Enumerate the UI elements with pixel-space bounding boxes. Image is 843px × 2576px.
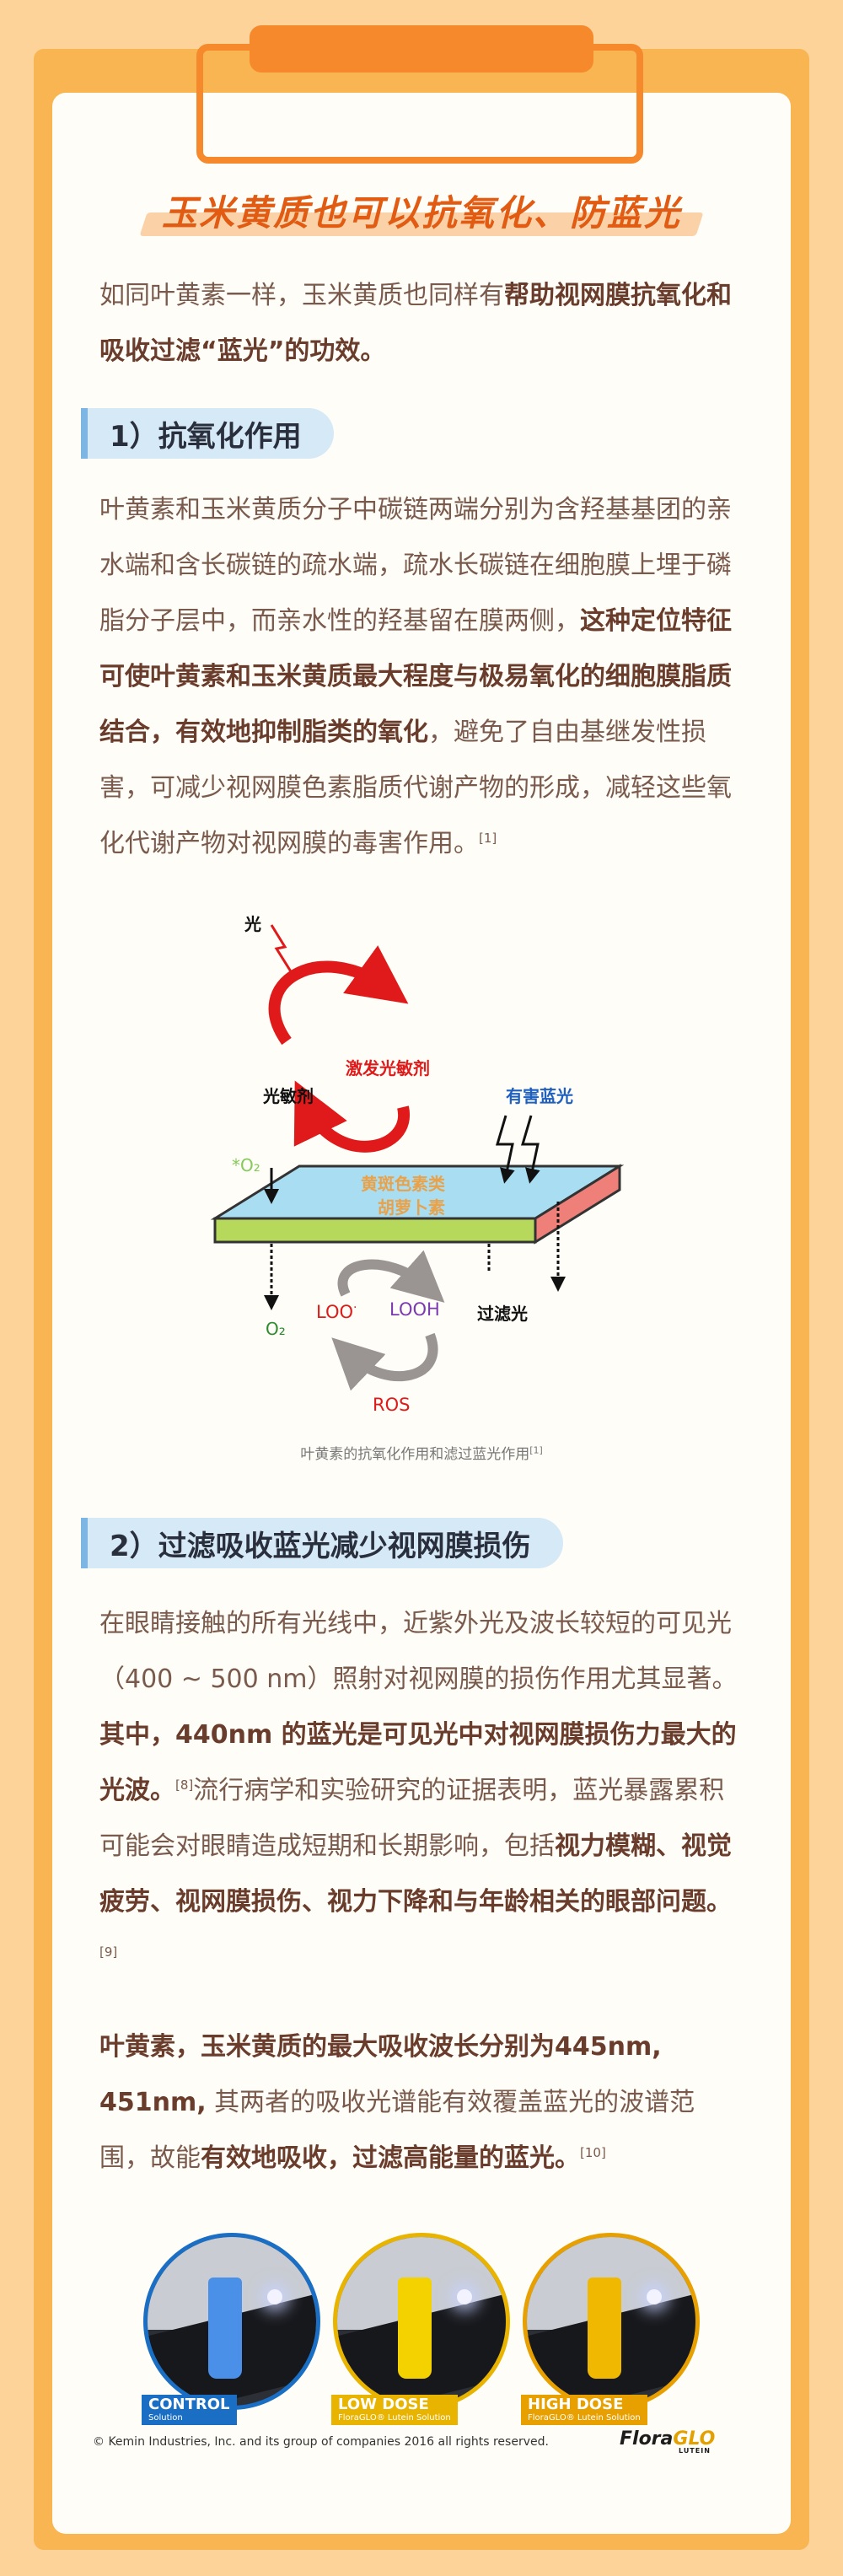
filtered-light-label: 过滤光 [477, 1304, 528, 1324]
vial-image [398, 2278, 432, 2379]
diagram-caption: 叶黄素的抗氧化作用和滤过蓝光作用[1] [0, 1442, 843, 1463]
title-block: 玉米黄质也可以抗氧化、防蓝光 [135, 184, 708, 243]
para-text: 其两者的吸收光谱能有效覆盖蓝光的波谱范围，故能 [99, 2088, 695, 2173]
harmful-blue-label: 有害蓝光 [506, 1086, 573, 1106]
antioxidant-paragraph: 叶黄素和玉米黄质分子中碳链两端分别为含羟基基团的亲水端和含长碳链的疏水端，疏水长… [99, 482, 744, 872]
looh-label: LOOH [389, 1299, 440, 1320]
excited-label: 激发光敏剂 [346, 1058, 430, 1078]
control-label: CONTROL Solution [142, 2395, 237, 2425]
intro-text: 如同叶黄素一样，玉米黄质也同样有 [99, 281, 504, 310]
light-bolt-icon [270, 924, 295, 976]
section-heading-antioxidant: 1）抗氧化作用 [81, 408, 334, 459]
membrane-side [534, 1164, 621, 1245]
excite-arrow [268, 945, 409, 1046]
high-dose-sample-photo [523, 2233, 700, 2410]
floraglo-logo: FloraGLO LUTEIN [620, 2428, 716, 2455]
section-heading-blue-light: 2）过滤吸收蓝光减少视网膜损伤 [81, 1518, 563, 1568]
page-title: 玉米黄质也可以抗氧化、防蓝光 [161, 192, 681, 234]
reference: [10] [580, 2145, 606, 2160]
loo-label: LOO· [316, 1301, 357, 1322]
para-text: 流行病学和实验研究的证据表明，蓝光暴露累积可能会对眼睛造成短期和长期影响，包括 [99, 1776, 725, 1861]
heading-bar [81, 1518, 88, 1568]
o2-label: O₂ [266, 1319, 286, 1339]
control-sample-photo [143, 2233, 320, 2410]
section-heading-text: 1）抗氧化作用 [110, 419, 302, 454]
singlet-oxygen-label: *O₂ [232, 1155, 260, 1175]
heading-bar [81, 408, 88, 459]
high-dose-label: HIGH DOSE FloraGLO® Lutein Solution [521, 2395, 647, 2425]
para-bold: 叶黄素，玉米黄质的最大吸收波长分别为445nm, 451nm, [99, 2032, 662, 2117]
para-bold: 有效地吸收，过滤高能量的蓝光。 [201, 2143, 580, 2173]
blue-light-paragraph: 在眼睛接触的所有光线中，近紫外光及波长较短的可见光（400 ~ 500 nm）照… [99, 1596, 744, 1986]
intro-bold: 帮助视网膜抗氧化和吸收过滤“蓝光”的功效。 [99, 281, 732, 366]
light-label: 光 [244, 914, 261, 934]
intro-paragraph: 如同叶黄素一样，玉米黄质也同样有帮助视网膜抗氧化和吸收过滤“蓝光”的功效。 [99, 268, 744, 379]
header-tab-outline [196, 44, 643, 164]
section-heading-text: 2）过滤吸收蓝光减少视网膜损伤 [110, 1529, 531, 1563]
reference: [1] [479, 831, 497, 846]
reference: [9] [99, 1944, 118, 1960]
copyright-text: © Kemin Industries, Inc. and its group o… [93, 2435, 549, 2449]
membrane-front [213, 1217, 537, 1244]
vial-image [588, 2278, 621, 2379]
content-card [52, 93, 791, 2534]
caption-text: 叶黄素的抗氧化作用和滤过蓝光作用 [300, 1446, 530, 1463]
para-text: 在眼睛接触的所有光线中，近紫外光及波长较短的可见光（400 ~ 500 nm）照… [99, 1609, 738, 1694]
blue-light-arrow [520, 1115, 540, 1184]
para-bold: 这种定位特征可使叶黄素和玉米黄质最大程度与极易氧化的细胞膜脂质结合，有效地抑制脂… [99, 606, 732, 747]
para-bold: 视力模糊、视觉疲劳、视网膜损伤、视力下降和与年龄相关的眼部问题。 [99, 1831, 732, 1917]
para-text: 叶黄素和玉米黄质分子中碳链两端分别为含羟基基团的亲水端和含长碳链的疏水端，疏水长… [99, 495, 732, 636]
para-bold: 其中，440nm 的蓝光是可见光中对视网膜损伤力最大的光波。 [99, 1720, 737, 1805]
cycle-arrow-top [337, 1250, 445, 1303]
vial-image [208, 2278, 242, 2379]
pigment-label-1: 黄斑色素类 [361, 1174, 445, 1194]
cycle-arrow-bottom [331, 1332, 438, 1391]
caption-ref: [1] [529, 1444, 543, 1456]
sensitizer-label: 光敏剂 [262, 1086, 314, 1106]
low-dose-sample-photo [333, 2233, 510, 2410]
reference: [8] [175, 1777, 194, 1793]
pigment-label-2: 胡萝卜素 [378, 1197, 445, 1218]
para-text: ，避免了自由基继发性损害，可减少视网膜色素脂质代谢产物的形成，减轻这些氧化代谢产… [99, 718, 732, 858]
ros-label: ROS [373, 1395, 410, 1415]
blue-light-arrow [495, 1115, 515, 1184]
antioxidant-diagram: 光 激发光敏剂 光敏剂 有害蓝光 *O₂ 黄斑色素类 胡萝卜素 O₂ LOO· … [210, 914, 625, 1415]
absorption-paragraph: 叶黄素，玉米黄质的最大吸收波长分别为445nm, 451nm, 其两者的吸收光谱… [99, 2019, 744, 2186]
return-arrow [293, 1080, 411, 1153]
low-dose-label: LOW DOSE FloraGLO® Lutein Solution [331, 2395, 458, 2425]
